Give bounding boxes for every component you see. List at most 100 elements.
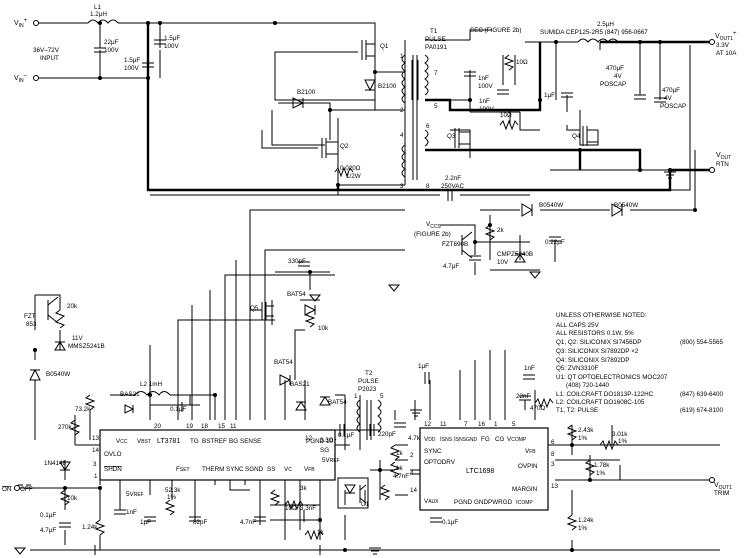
inductor-l1 [87,19,119,24]
cap-022: 0.22μF [545,239,565,246]
t1-kind: PULSE [425,36,446,43]
n4148-label: 1N4148 [44,460,67,467]
lt3781-pin-20: 20 [154,423,162,430]
lt3781-bstref: BSTREF [202,438,227,445]
ltc1698-pin-16: 16 [478,421,486,428]
cap-15uf-a-v: 100V [164,43,180,50]
vin-plus-label: VIN+ [14,18,28,29]
cap-1nf-b-v: 100V [479,106,495,113]
lt3781-fset: FSET [176,466,190,473]
diode-symbols [29,79,623,471]
notes-line-3: Q1, Q2: SILICONIX SI7456DP [556,339,641,346]
lt3781-ss: SS [267,466,275,473]
ltc1698-pwrgd: PWRGD [488,499,513,506]
cap-82pf: 82pF [193,519,208,526]
input-range-label: 36V–72V [33,47,60,54]
ltc1698-pin-2: 2 [410,452,414,459]
cap-01-sw: 0.1μF [338,432,354,439]
lt3781-pin-13: 13 [92,435,100,442]
mmsz-v-label: 11V [72,335,84,342]
lt3781-pin-3: 3 [93,461,97,468]
ltc1698-pin-8: 8 [551,451,555,458]
cap-01-bot: 0.1μF [442,519,458,526]
fzt690-label: FZT690B [442,241,468,248]
ltc1698-pin-11: 11 [440,421,447,428]
u1-label: U1 [361,501,370,508]
t1-pin-2: 2 [400,107,404,114]
sec-label: SEC (FIGURE 2b) [470,27,521,34]
t1-pin-8: 8 [426,183,430,190]
cap-22nf-r: 22nF [516,393,531,400]
res-523-pct: 1% [167,494,177,501]
vccs-note: (FIGURE 2b) [414,231,451,238]
res-33: 3.3Ω [320,437,334,444]
ltc1698-pin-6: 6 [551,439,555,446]
res-20k: 20k [67,303,78,310]
mosfet-q3 [454,128,470,148]
ltc1698-vaux: VAUX [424,498,439,505]
notes-line-8: (408) 720-1440 [566,382,610,389]
ltc1698-pin-3: 3 [551,461,555,468]
bat54-a-label: BAT54 [287,291,306,298]
cap-47n: 4.7nF [393,473,409,480]
notes-line-7: U1: QT OPTOELECTRONICS MOC207 [556,374,668,381]
cap-470-a-k: POSCAP [600,81,626,88]
input-label: INPUT [40,55,59,62]
notes-head: UNLESS OTHERWISE NOTED: [556,312,647,319]
ltc1698-ovpin: OVPIN [518,463,538,470]
t2-kind: PULSE [358,378,379,385]
cap-15uf-a: 1.5μF [164,35,180,42]
lt3781-tg: TG [190,438,199,445]
ltc1698-pin-13: 13 [551,483,559,490]
cap-22nf: 2.2nF [445,175,461,182]
notes-line-1: ALL CAPS 25V [556,322,600,329]
bat54-b-label: BAT54 [274,359,293,366]
cap-1nf-a: 1nF [478,75,489,82]
transformer-t2 [356,399,382,440]
fzt853b-label: 853 [26,321,37,328]
ltc1698-icomp: ICOMP [516,499,533,506]
t1-part: PA0191 [425,44,447,51]
res-301-p: 1% [618,438,628,445]
ltc1698-pgnd: PGND [454,499,473,506]
lt3781-chip [99,429,336,481]
ground-symbols [13,171,676,555]
cmpz-label: CMPZ5240B [497,251,533,258]
lt3781-pin-11: 11 [230,423,237,430]
on-label: ON [2,486,12,493]
res-47k: 4.7k [408,435,421,442]
res-178: 1.78k [594,462,610,469]
cap-01-l2: 0.1μF [170,406,186,413]
inductor-l2 [134,391,171,396]
ltc1698-name: LTC1698 [466,468,494,475]
cap-1nf-top: 1nF [524,365,535,372]
l1-name: L1 [94,4,102,11]
notes-line-4: Q3: SILICONIX SI7892DP ×2 [556,348,639,355]
mosfet-q1 [361,40,375,60]
ltc1698-gnd: GND [474,499,488,506]
transistor-fzt853 [47,296,59,324]
cap-47-bot: 4.7μF [40,527,56,534]
mosfet-q2 [321,138,338,158]
t1-pin-5: 5 [434,103,438,110]
ltc1698-pin-7: 7 [464,421,468,428]
junction-dots [33,21,697,552]
ltc1698-margin: MARGIN [512,486,538,493]
cap-33nf: 3.3nF [300,505,316,512]
cap-1nf-l: 1nF [126,509,137,516]
vout-rtn-label: VOUT [716,152,731,161]
lt3781-vcc: VCC [116,438,128,445]
cap-1nf-a-v: 100V [478,83,494,90]
res-732: 73.2k [75,406,91,413]
notes-line-5: Q4: SILICONIX SI7892DP [556,357,630,364]
cap-220pf: 220pF [378,431,396,438]
vout1-volt-label: 3.3V [716,42,730,49]
notes-phone-2: (847) 639-6400 [680,391,724,398]
cap-1nf-b: 1nF [479,98,490,105]
vout1-trim2-label: TRIM [714,490,729,497]
vout1-amp-label: AT 10A [716,50,737,57]
q1-label: Q1 [380,43,389,50]
res-10k: 10k [318,325,329,332]
lt3781-pin-15: 15 [218,423,226,430]
